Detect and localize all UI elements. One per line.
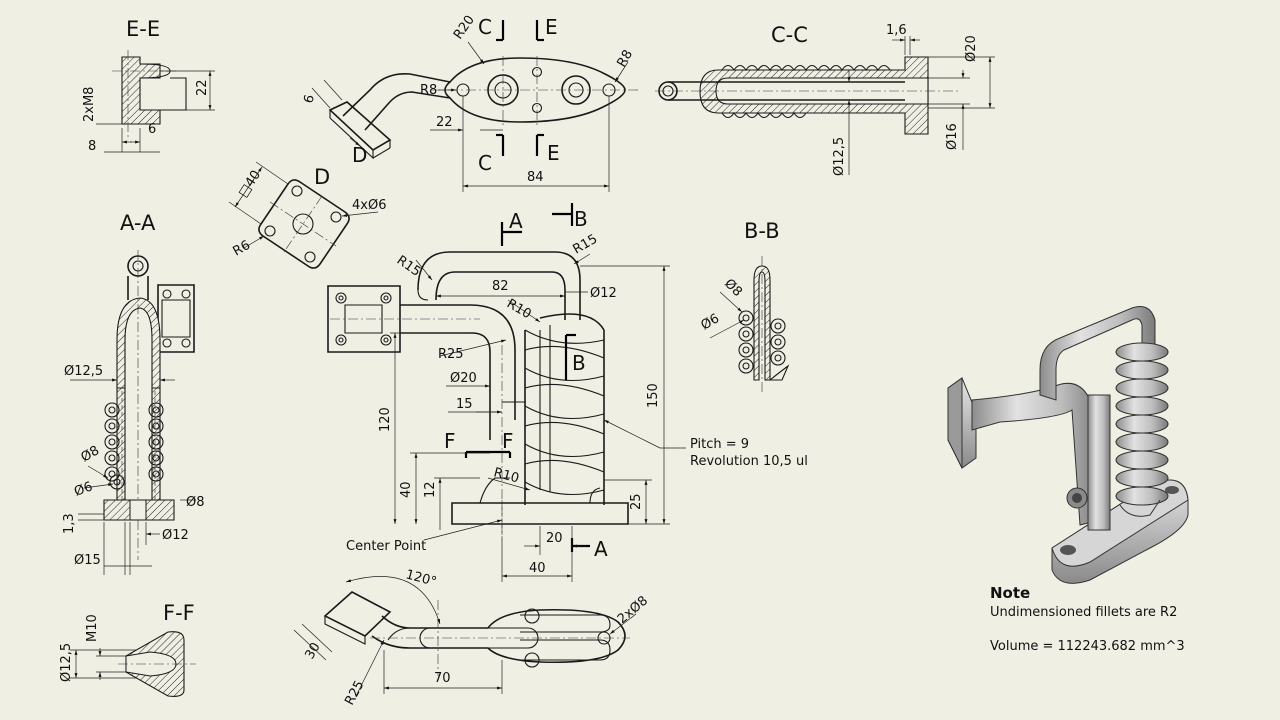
view-label-cc: C-C	[771, 23, 808, 47]
view-label-d: D	[314, 165, 330, 189]
dim-ff-m10: M10	[85, 614, 100, 642]
dim-aa-13: 1,3	[62, 513, 77, 534]
cut-label-c-bottom: C	[478, 151, 492, 175]
note-title: Note	[990, 584, 1030, 602]
dim-ee-2xm8: 2xM8	[82, 87, 97, 122]
cut-label-e-top: E	[545, 15, 558, 39]
dim-front-120: 120	[378, 407, 393, 432]
dim-top-r8a: R8	[420, 83, 437, 98]
cut-label-d-top: D	[352, 143, 367, 167]
dim-d-40: □40	[236, 168, 264, 200]
cut-label-a-bottom: A	[594, 537, 608, 561]
view-e-e: E-E 22 2xM8 6 8	[82, 17, 215, 154]
note-volume: Volume = 112243.682 mm^3	[990, 639, 1185, 654]
view-d: D □40 4xØ6 R6	[228, 161, 386, 269]
dim-front-82: 82	[492, 279, 509, 294]
dim-cc-d125: Ø12,5	[832, 137, 847, 176]
dim-front-d12: Ø12	[590, 286, 617, 301]
dim-aa-d8b: Ø8	[186, 495, 205, 510]
dim-front-20: 20	[546, 531, 563, 546]
dim-top-84: 84	[527, 170, 544, 185]
bb-coils	[738, 310, 786, 374]
dim-top-r8b: R8	[614, 48, 636, 70]
note-block: Note Undimensioned fillets are R2 Volume…	[990, 584, 1185, 654]
dim-ee-8: 8	[88, 139, 96, 154]
dim-d-4x6: 4xØ6	[352, 198, 386, 213]
dim-front-d20: Ø20	[450, 371, 477, 386]
cut-label-f-right: F	[502, 429, 514, 453]
dim-d-r6: R6	[231, 238, 253, 260]
callout-revolution: Revolution 10,5 ul	[690, 454, 808, 469]
dim-top-22: 22	[436, 115, 453, 130]
dim-bot-70: 70	[434, 671, 451, 686]
view-c-c: C-C 1,6 Ø20 Ø16 Ø12,5	[655, 23, 995, 176]
aa-coils-left	[104, 402, 125, 490]
dim-bot-2xd8: 2xØ8	[615, 593, 651, 627]
cut-label-c-top: C	[478, 15, 492, 39]
dim-front-r10b: R10	[492, 465, 521, 486]
dim-ee-22: 22	[195, 79, 210, 96]
aa-coils-right	[148, 402, 164, 482]
isometric-render	[947, 306, 1189, 584]
dim-aa-d8: Ø8	[79, 443, 103, 465]
dim-bb-d6: Ø6	[699, 311, 723, 333]
dim-bot-120deg: 120°	[404, 567, 438, 590]
iso-coil	[1115, 342, 1169, 506]
cut-label-f-left: F	[444, 429, 456, 453]
dim-ff-d125: Ø12,5	[59, 643, 74, 682]
view-label-ff: F-F	[163, 601, 195, 625]
dim-front-40: 40	[399, 481, 414, 498]
dim-aa-d125: Ø12,5	[64, 364, 103, 379]
dim-aa-d12: Ø12	[162, 528, 189, 543]
note-fillets: Undimensioned fillets are R2	[990, 605, 1177, 620]
dim-bot-r25: R25	[342, 678, 367, 708]
view-f-f: F-F M10 Ø12,5	[59, 601, 196, 697]
dim-front-12: 12	[423, 481, 438, 498]
dim-front-40b: 40	[529, 561, 546, 576]
dim-aa-d15: Ø15	[74, 553, 101, 568]
view-a-a: A-A	[62, 211, 205, 575]
view-front: F F A B B A R15 R15 82 Ø12 R10 R25 Ø20 1…	[327, 203, 808, 582]
dim-front-15: 15	[456, 397, 473, 412]
view-label-ee: E-E	[126, 17, 160, 41]
dim-front-150: 150	[646, 383, 661, 408]
dim-cc-d16: Ø16	[945, 123, 960, 150]
dim-aa-d6: Ø6	[72, 479, 95, 499]
dim-front-25: 25	[629, 493, 644, 510]
front-coil	[524, 313, 605, 505]
dim-cc-d20: Ø20	[964, 35, 979, 62]
view-bottom: 120° 30 R25 70 2xØ8	[293, 567, 651, 708]
view-top: C E C E R20 R8 R8 6 D 22 84	[301, 13, 640, 192]
view-label-aa: A-A	[120, 211, 156, 235]
dim-bot-30: 30	[302, 640, 323, 662]
dim-front-r15b: R15	[571, 232, 601, 258]
view-b-b: B-B Ø8 Ø6	[699, 219, 790, 392]
dim-front-r10a: R10	[504, 296, 534, 322]
dim-front-r25: R25	[438, 347, 464, 362]
callout-pitch: Pitch = 9	[690, 437, 749, 452]
cut-label-b-mid: B	[572, 351, 586, 375]
cut-label-a-top: A	[509, 209, 523, 233]
cut-label-e-bottom: E	[547, 141, 560, 165]
dim-ee-6: 6	[148, 122, 156, 137]
view-label-bb: B-B	[744, 219, 780, 243]
cut-label-b-top: B	[574, 207, 588, 231]
dim-top-6: 6	[301, 93, 318, 105]
callout-center-point: Center Point	[346, 539, 426, 554]
dim-top-r20: R20	[451, 13, 478, 43]
dim-cc-16: 1,6	[886, 23, 907, 38]
